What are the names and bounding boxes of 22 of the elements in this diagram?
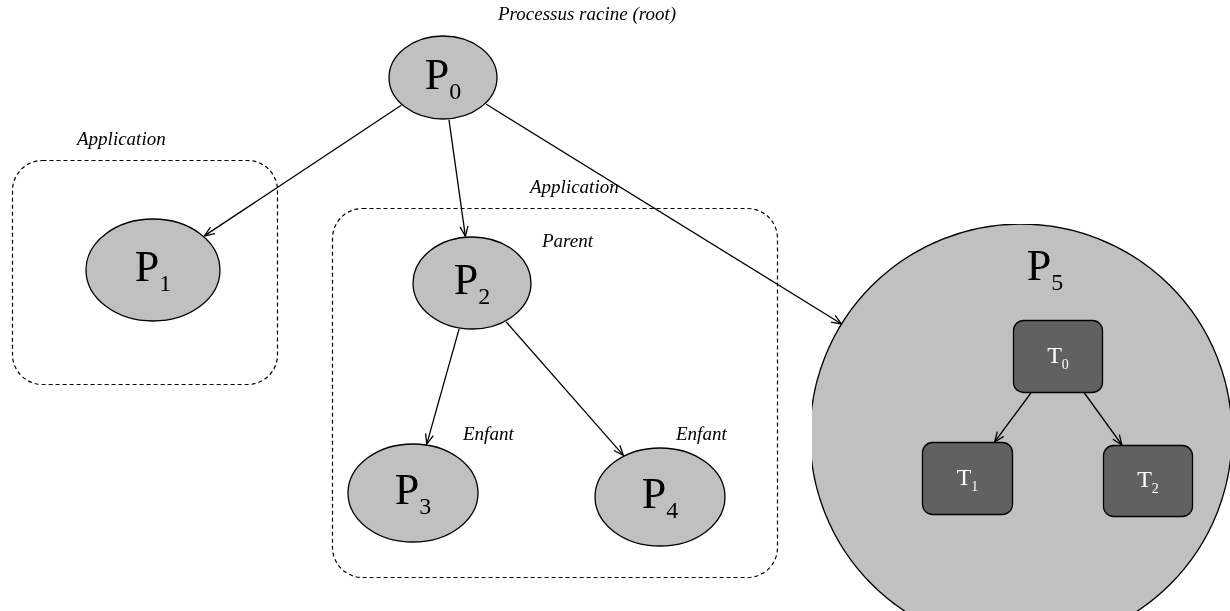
group-title: Application: [530, 176, 619, 198]
process-label: P$_{0}$: [424, 52, 462, 103]
process-label: T$_{1}$: [956, 464, 979, 493]
process-label: P$_{1}$: [134, 245, 172, 295]
process-label: P$_{3}$: [394, 468, 432, 518]
process-label: P$_{5}$: [1026, 244, 1064, 294]
process-label: P$_{4}$: [641, 472, 679, 522]
annotation: Processus racine (root): [498, 3, 676, 25]
process-label: T$_{0}$: [1047, 342, 1069, 371]
arrow: [505, 321, 625, 457]
arrow: [1083, 392, 1123, 446]
annotation: Enfant: [676, 423, 727, 445]
arrow: [203, 104, 402, 237]
process-label: T$_{2}$: [1137, 466, 1159, 496]
arrow: [485, 103, 843, 325]
arrow: [993, 392, 1032, 443]
annotation: Parent: [542, 230, 593, 252]
arrow: [424, 328, 460, 445]
process-label: P$_{2}$: [453, 258, 491, 308]
group-title: Application: [77, 128, 166, 150]
annotation: Enfant: [463, 423, 514, 445]
arrow: [448, 119, 469, 237]
